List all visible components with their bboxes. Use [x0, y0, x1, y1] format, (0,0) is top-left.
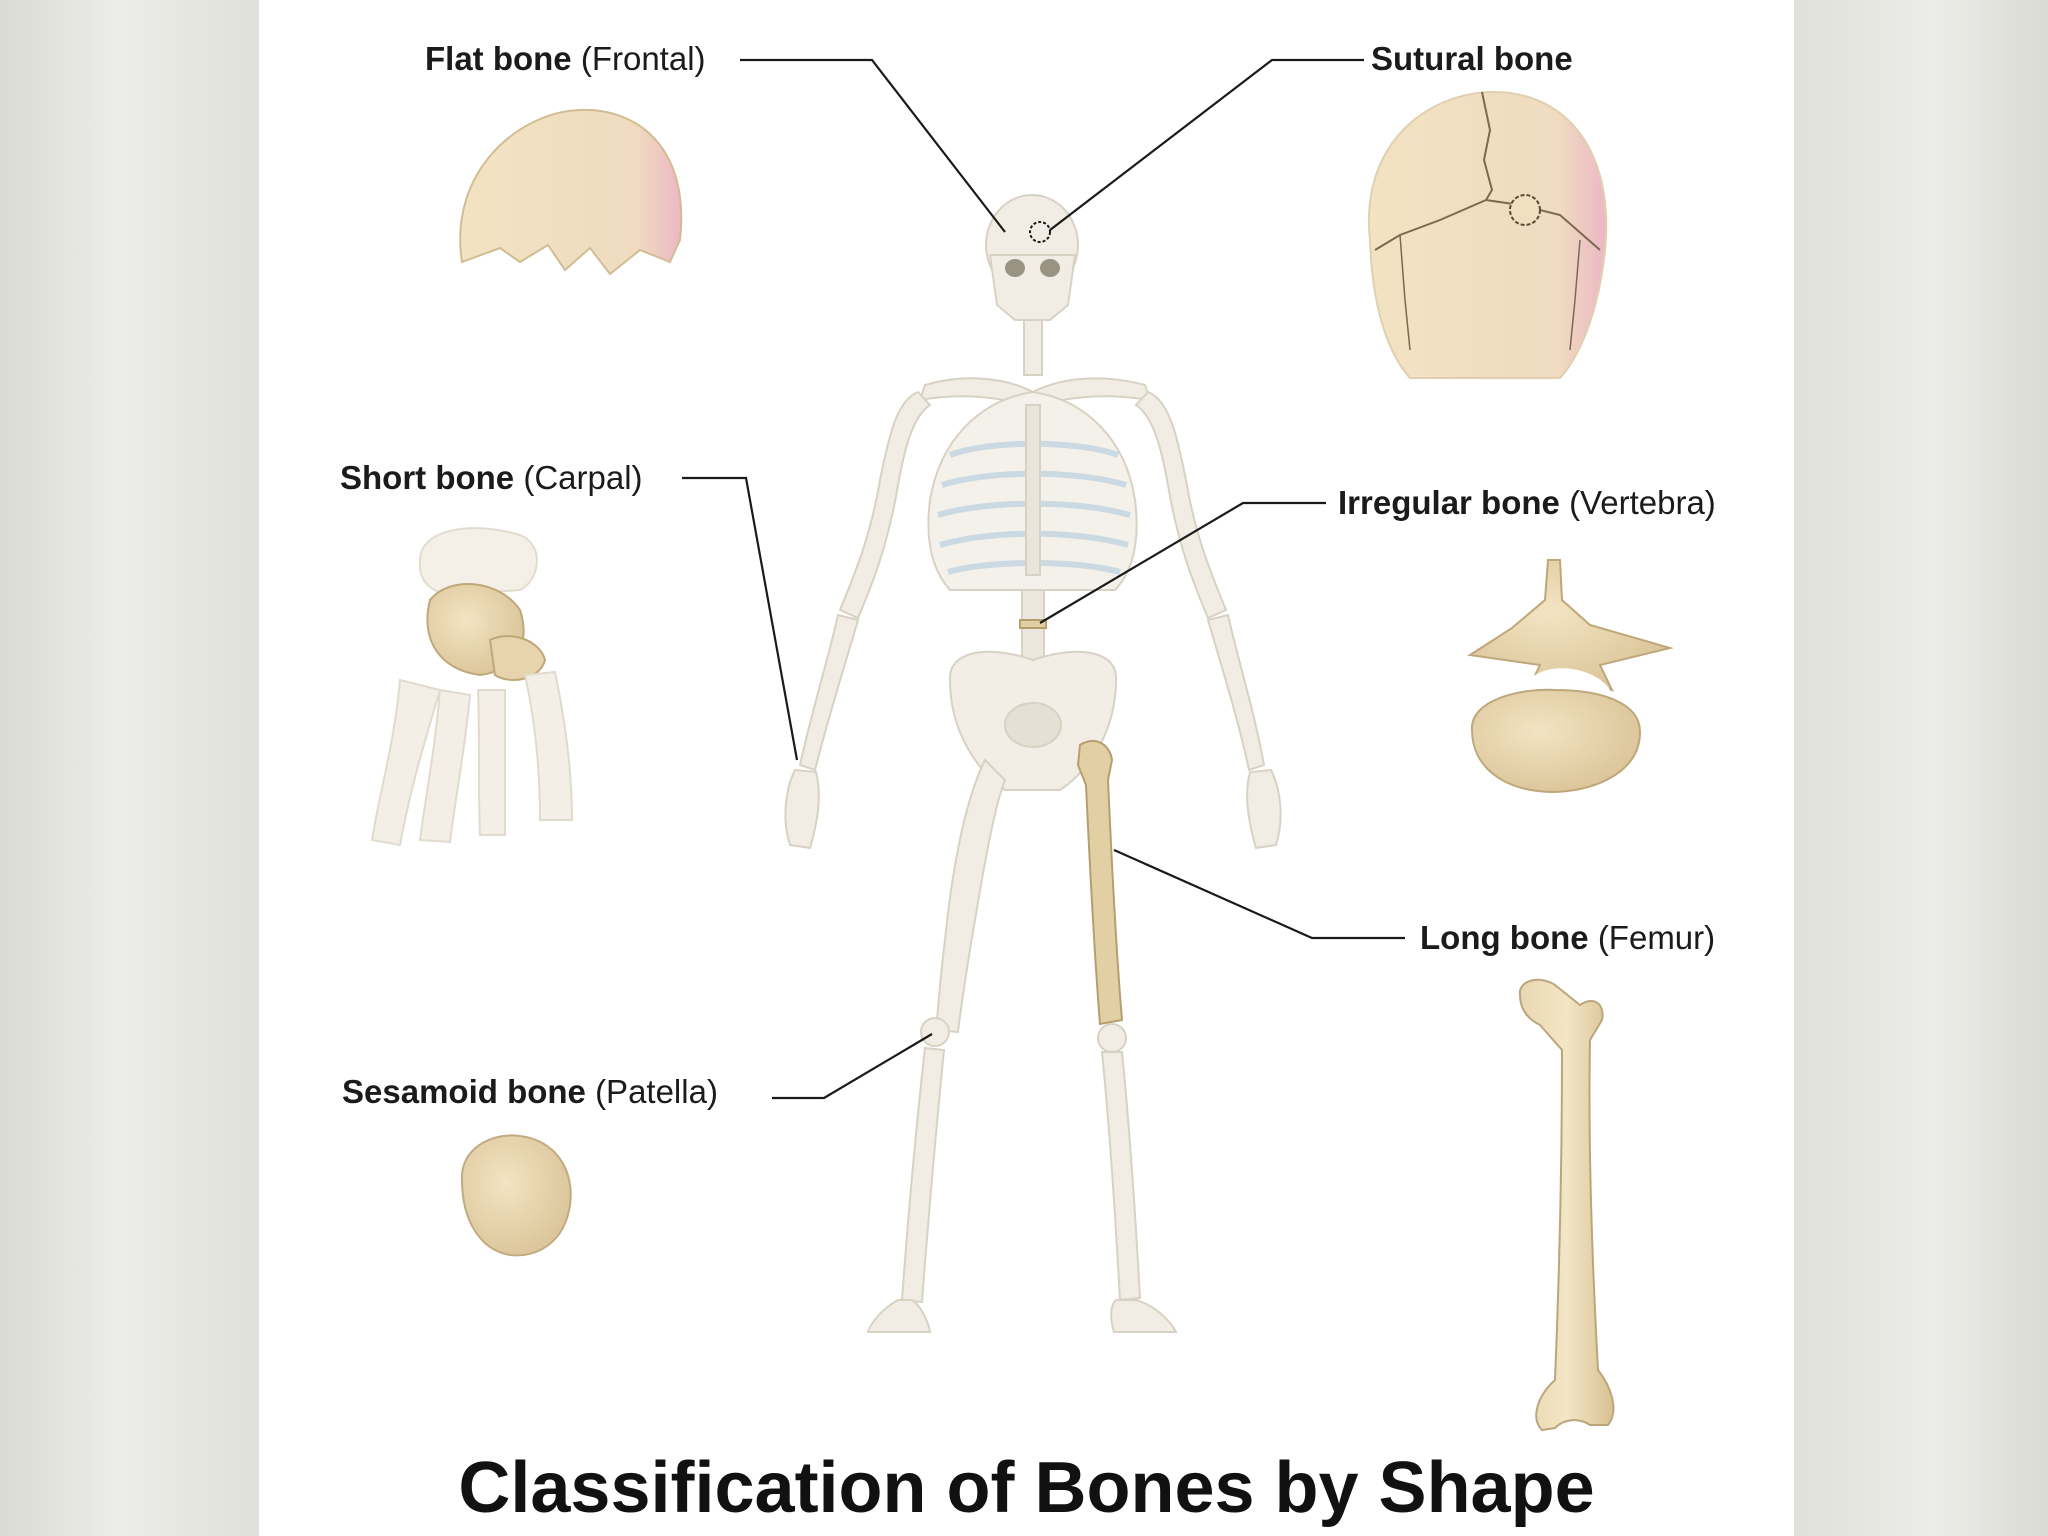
label-sesamoid-bone-term: Sesamoid bone: [342, 1073, 586, 1110]
skeleton-illustration: [784, 194, 1282, 1333]
irregular-bone-leader: [1039, 501, 1326, 624]
label-short-bone-term: Short bone: [340, 459, 515, 496]
carpal-bones-illustration: [370, 527, 574, 847]
frontal-bone-illustration: [459, 108, 683, 276]
posterior-skull-illustration: [1367, 90, 1608, 379]
label-sesamoid-bone: Sesamoid bone (Patella): [342, 1072, 718, 1112]
label-short-bone: Short bone (Carpal): [340, 458, 643, 498]
flat-bone-leader: [740, 58, 1006, 233]
leader-lines: [682, 58, 1405, 1100]
right-side-bar: [1794, 0, 2048, 1536]
label-long-bone: Long bone (Femur): [1420, 918, 1715, 958]
label-sutural-bone: Sutural bone: [1371, 39, 1573, 79]
sutural-bone-leader: [1049, 58, 1364, 231]
diagram-title: Classification of Bones by Shape: [458, 1448, 1595, 1528]
label-flat-bone-term: Flat bone: [425, 40, 572, 77]
label-flat-bone: Flat bone (Frontal): [425, 39, 706, 79]
short-bone-leader: [682, 476, 799, 761]
patella-illustration: [460, 1134, 572, 1257]
label-irregular-bone-term: Irregular bone: [1338, 484, 1560, 521]
label-sesamoid-bone-example: (Patella): [595, 1073, 718, 1110]
label-sutural-bone-term: Sutural bone: [1371, 40, 1573, 77]
label-short-bone-example: (Carpal): [523, 459, 643, 496]
sesamoid-bone-leader: [772, 1033, 933, 1100]
left-side-bar: [0, 0, 259, 1536]
femur-illustration: [1518, 978, 1615, 1432]
vertebra-illustration: [1467, 559, 1674, 794]
label-irregular-bone: Irregular bone (Vertebra): [1338, 483, 1716, 523]
label-long-bone-term: Long bone: [1420, 919, 1589, 956]
sutural-marker: [1029, 221, 1051, 243]
long-bone-leader: [1113, 848, 1405, 940]
label-long-bone-example: (Femur): [1597, 919, 1716, 956]
label-flat-bone-example: (Frontal): [580, 40, 706, 77]
label-irregular-bone-example: (Vertebra): [1569, 484, 1716, 521]
